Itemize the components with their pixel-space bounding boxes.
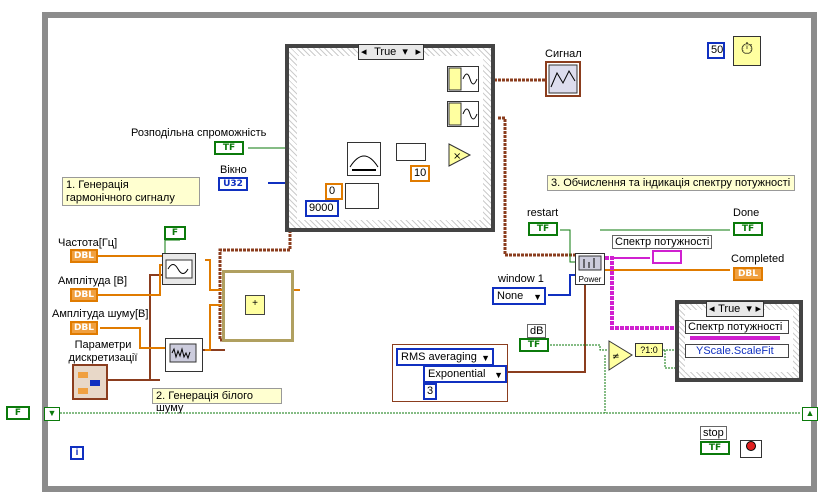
while-loop xyxy=(42,12,817,492)
terminal-completed[interactable]: DBL xyxy=(733,267,763,281)
terminal-noise-amplitude[interactable]: DBL xyxy=(70,321,98,335)
window-vi[interactable] xyxy=(347,142,381,176)
property-node-title: Спектр потужності xyxy=(685,320,789,334)
case-selector-top-prev[interactable]: ◂ xyxy=(361,46,367,58)
terminal-restart[interactable]: TF xyxy=(528,222,558,236)
label-sampling-params: Параметри дискретизації xyxy=(68,339,138,364)
case-selector-top-dropdown-icon[interactable]: ▾ xyxy=(402,46,408,58)
averaging-mode-ring[interactable]: RMS averaging▼ xyxy=(396,348,494,366)
power-spectrum-vi[interactable]: Power xyxy=(575,253,605,285)
array-subset-vi[interactable] xyxy=(345,183,379,209)
label-restart: restart xyxy=(527,207,559,219)
svg-text:≠: ≠ xyxy=(612,352,620,362)
note-2: 2. Генерація білого шуму xyxy=(152,388,282,414)
property-node-bar xyxy=(690,336,780,340)
terminal-stop[interactable]: TF xyxy=(700,441,730,455)
iteration-terminal: i xyxy=(70,446,84,460)
label-resolution: Розподільна спроможність xyxy=(131,127,267,139)
weighting-dropdown-icon[interactable]: ▼ xyxy=(494,370,503,380)
case-selector-top[interactable]: ◂ True ▾ ▸ xyxy=(358,44,424,60)
zero-constant[interactable]: 0 xyxy=(325,183,343,200)
graph-icon xyxy=(548,64,578,94)
label-window1: window 1 xyxy=(498,273,544,285)
add-node: + xyxy=(245,295,265,315)
sine-icon xyxy=(448,67,478,91)
wait-constant[interactable]: 50 xyxy=(707,42,725,59)
label-db: dB xyxy=(527,324,547,338)
label-amplitude: Амплітуда [В] xyxy=(58,275,128,287)
sine-wave-vi-bottom[interactable] xyxy=(447,101,479,127)
terminal-frequency[interactable]: DBL xyxy=(70,249,98,263)
label-done: Done xyxy=(733,207,760,219)
window-none-dropdown-icon[interactable]: ▼ xyxy=(533,292,542,302)
case-selector-top-next[interactable]: ▸ xyxy=(415,46,421,58)
terminal-amplitude[interactable]: DBL xyxy=(70,288,98,302)
averaging-cluster xyxy=(392,344,508,402)
label-completed: Completed xyxy=(731,253,785,265)
weighting-ring[interactable]: Exponential▼ xyxy=(423,365,507,383)
terminal-db[interactable]: TF xyxy=(519,338,549,352)
signal-graph-indicator[interactable] xyxy=(545,61,581,97)
window-none-ring[interactable]: None▼ xyxy=(492,287,546,305)
label-frequency: Частота[Гц] xyxy=(58,237,118,249)
samples-constant[interactable]: 9000 xyxy=(305,200,339,217)
white-noise-vi[interactable] xyxy=(165,338,203,372)
terminal-done[interactable]: TF xyxy=(733,222,763,236)
and-node: ≠ xyxy=(608,340,633,371)
terminal-bool-top[interactable]: F xyxy=(164,226,186,240)
label-signal: Сигнал xyxy=(545,48,582,60)
shift-register-right[interactable]: ▲ xyxy=(802,407,818,421)
terminal-power-spectrum-graph[interactable] xyxy=(652,250,682,264)
note-3: 3. Обчислення та індикація спектру потуж… xyxy=(547,175,795,191)
note-1: 1. Генерація гармонічного сигналу xyxy=(62,177,200,206)
label-window: Вікно xyxy=(220,164,247,176)
power-vi-label: Power xyxy=(578,275,602,284)
label-noise-amplitude: Амплітуда шуму[В] xyxy=(52,308,149,320)
power-spectrum-icon xyxy=(578,255,602,271)
label-power-spectrum: Спектр потужності xyxy=(612,235,713,249)
terminal-resolution[interactable]: TF xyxy=(214,141,244,155)
multiply-node: × xyxy=(448,143,472,167)
case-selector-right-prev[interactable]: ◂ xyxy=(709,303,715,315)
avg-count-constant[interactable]: 3 xyxy=(423,383,437,400)
bool-to-int-node: ?1:0 xyxy=(635,343,663,357)
property-yscale: YScale.ScaleFit xyxy=(685,344,789,358)
terminal-window[interactable]: U32 xyxy=(218,177,248,191)
case-selector-right-dropdown-icon[interactable]: ▾ xyxy=(746,303,752,315)
sine-generator-icon xyxy=(165,259,193,279)
sine-generator-vi[interactable] xyxy=(162,253,196,285)
case-selector-right-next[interactable]: ▸ xyxy=(755,303,761,315)
ten-constant[interactable]: 10 xyxy=(410,165,430,182)
label-stop: stop xyxy=(700,426,727,440)
cluster-icon xyxy=(78,372,100,394)
sine-icon xyxy=(448,102,478,126)
wait-timer-icon[interactable]: ⏱ xyxy=(733,36,761,66)
case-selector-right[interactable]: ◂ True ▾ ▸ xyxy=(706,301,764,317)
sine-wave-vi-top[interactable] xyxy=(447,66,479,92)
sampling-params-cluster[interactable] xyxy=(72,364,108,400)
averaging-mode-dropdown-icon[interactable]: ▼ xyxy=(481,353,490,363)
terminal-loop-left[interactable]: F xyxy=(6,406,30,420)
build-array-vi[interactable] xyxy=(396,143,426,161)
svg-text:×: × xyxy=(453,151,461,162)
window-icon xyxy=(349,155,379,171)
stop-button-icon[interactable] xyxy=(740,440,762,458)
white-noise-icon xyxy=(169,343,197,363)
shift-register-left[interactable]: ▼ xyxy=(44,407,60,421)
